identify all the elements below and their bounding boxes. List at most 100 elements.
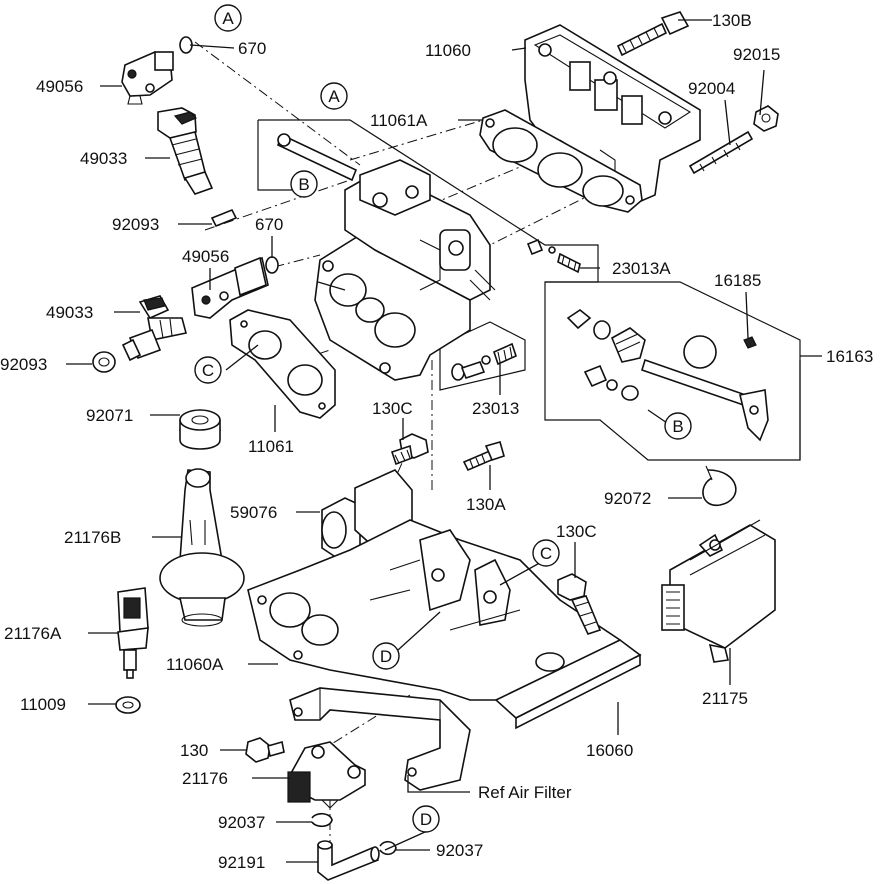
- bolt-130C-mid: [557, 573, 602, 635]
- throttle-body: [276, 133, 496, 381]
- label-21175: 21175: [702, 689, 748, 708]
- label-11061: 11061: [248, 437, 294, 456]
- label-92037-right: 92037: [436, 841, 483, 860]
- grommet-92071: [179, 409, 221, 450]
- bolt-130B: [616, 11, 690, 57]
- label-49056-mid: 49056: [182, 247, 229, 266]
- label-49056-top: 49056: [36, 77, 83, 96]
- clip-92037-left: [311, 812, 333, 828]
- label-130: 130: [180, 741, 208, 760]
- manifold-11060A: [247, 519, 622, 701]
- leader-line: [499, 559, 546, 586]
- sensor-21176: [287, 741, 366, 809]
- label-92071: 92071: [86, 406, 133, 425]
- hose-92191: [317, 840, 380, 881]
- screw-23013: [451, 342, 517, 381]
- svg-text:B: B: [298, 175, 309, 194]
- svg-text:B: B: [672, 417, 683, 436]
- svg-text:A: A: [222, 9, 234, 28]
- gasket-11061: [229, 309, 336, 419]
- label-130A: 130A: [466, 495, 506, 514]
- washer-11009: [115, 696, 141, 714]
- centerline: [204, 179, 351, 231]
- label-49033-mid: 49033: [46, 303, 93, 322]
- centerline: [194, 41, 361, 166]
- bolt-130C-top: [390, 433, 429, 466]
- label-92191: 92191: [218, 853, 265, 872]
- label-23013: 23013: [472, 399, 519, 418]
- svg-text:A: A: [328, 87, 340, 106]
- shaft-group-box: [545, 281, 801, 460]
- ref-marker-A-top: A: [214, 4, 242, 32]
- gasket-11061A: [479, 109, 643, 213]
- label-23013A: 23013A: [612, 259, 671, 278]
- label-49033-top: 49033: [80, 149, 127, 168]
- label-11060A: 11060A: [166, 655, 224, 674]
- label-11009: 11009: [20, 695, 66, 714]
- stud-92004: [688, 130, 754, 175]
- centerline: [254, 254, 321, 273]
- ref-marker-C-right: C: [532, 539, 560, 567]
- ref-marker-B-top: B: [290, 170, 318, 198]
- label-670-top: 670: [238, 39, 266, 58]
- centerline: [429, 149, 561, 206]
- label-16163: 16163: [826, 347, 873, 366]
- ref-marker-C-left: C: [194, 356, 222, 384]
- label-92093-mid: 92093: [0, 355, 47, 374]
- svg-text:C: C: [202, 361, 214, 380]
- bracket: [289, 687, 471, 791]
- injector-49033-top: [157, 107, 214, 195]
- ecu-21175: [661, 519, 776, 663]
- leader-line: [745, 291, 749, 339]
- label-130C-top: 130C: [372, 399, 413, 418]
- label-ref-air-filter: Ref Air Filter: [478, 783, 572, 802]
- label-16185: 16185: [714, 271, 761, 290]
- label-59076: 59076: [230, 503, 277, 522]
- label-21176A: 21176A: [4, 624, 62, 643]
- screw-23013A: [526, 238, 581, 274]
- leader-line: [225, 344, 259, 371]
- ref-marker-D-mid: D: [372, 642, 400, 670]
- throttle-shaft-16185: [566, 309, 769, 442]
- label-92072: 92072: [604, 489, 651, 508]
- label-16060: 16060: [586, 741, 633, 760]
- injector-holder-49056-mid: [191, 256, 269, 319]
- label-11060: 11060: [425, 41, 471, 60]
- label-11061A: 11061A: [370, 111, 428, 130]
- sensor-cover-21176B: [159, 468, 245, 627]
- leader-line: [511, 47, 527, 51]
- throttle-group-box-left: [257, 120, 300, 191]
- label-670-mid: 670: [255, 215, 283, 234]
- leader-line: [759, 69, 765, 116]
- svg-text:D: D: [420, 810, 432, 829]
- leader-line: [384, 831, 426, 851]
- bolt-130: [245, 737, 285, 763]
- label-21176: 21176: [182, 769, 228, 788]
- label-92004: 92004: [688, 79, 735, 98]
- ref-marker-A-mid: A: [320, 82, 348, 110]
- clamp-92072: [702, 465, 737, 506]
- bolt-130A: [462, 441, 505, 472]
- label-92015: 92015: [733, 45, 780, 64]
- svg-text:D: D: [380, 647, 392, 666]
- label-130B: 130B: [712, 11, 752, 30]
- rail-16060: [494, 639, 642, 730]
- screw-group-box: [439, 321, 526, 391]
- oring-670-mid: [265, 256, 279, 274]
- leader-line: [397, 611, 441, 651]
- label-92037-left: 92037: [218, 813, 265, 832]
- label-130C-mid: 130C: [556, 522, 597, 541]
- seal-92093-top: [210, 208, 238, 228]
- leader-line: [317, 281, 346, 291]
- centerline: [349, 117, 491, 161]
- leader-line: [189, 44, 235, 49]
- injector-holder-49056-top: [121, 51, 174, 105]
- svg-text:C: C: [540, 544, 552, 563]
- ref-marker-D-bottom: D: [412, 805, 440, 833]
- label-92093-top: 92093: [112, 215, 159, 234]
- seal-92093-mid: [92, 351, 116, 373]
- ref-marker-B-right: B: [664, 412, 692, 440]
- leader-line: [407, 775, 470, 793]
- injector-49033-mid: [121, 295, 187, 362]
